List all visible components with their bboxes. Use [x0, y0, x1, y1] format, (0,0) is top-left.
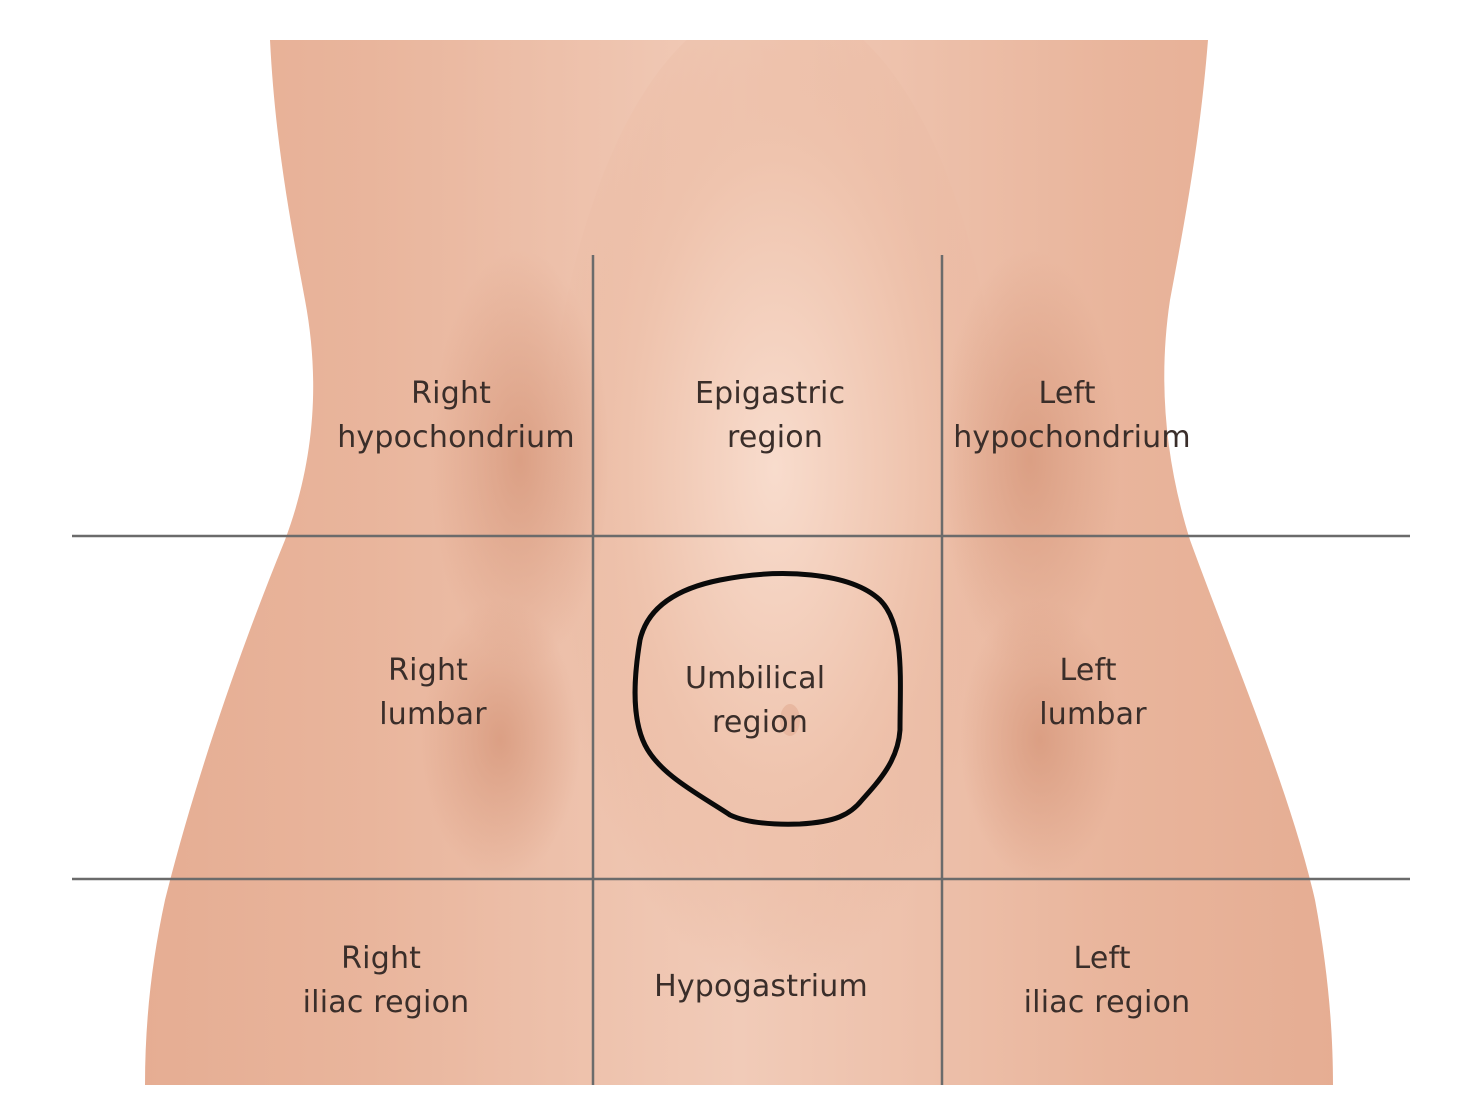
label-epigastric-line1: Epigastric — [695, 376, 845, 411]
label-umbilical-line2: region — [712, 705, 808, 740]
label-right-lumbar-line1: Right — [388, 653, 468, 688]
label-left-hypochondrium-line2: hypochondrium — [953, 420, 1191, 455]
label-epigastric-region: Epigastric region — [695, 376, 855, 455]
label-hypogastrium-line1: Hypogastrium — [654, 969, 868, 1004]
label-umbilical-region: Umbilical region — [685, 661, 835, 740]
label-right-iliac-line2: iliac region — [303, 985, 470, 1020]
label-right-lumbar: Right lumbar — [379, 653, 487, 732]
label-hypogastrium: Hypogastrium — [654, 969, 868, 1004]
label-left-hypochondrium: Left hypochondrium — [953, 376, 1191, 455]
label-right-iliac-line1: Right — [341, 941, 421, 976]
label-right-hypochondrium: Right hypochondrium — [337, 376, 575, 455]
label-left-hypochondrium-line1: Left — [1039, 376, 1096, 411]
label-left-lumbar-line2: lumbar — [1039, 697, 1147, 732]
label-right-iliac-region: Right iliac region — [303, 941, 470, 1020]
label-epigastric-line2: region — [727, 420, 823, 455]
label-left-iliac-region: Left iliac region — [1024, 941, 1191, 1020]
label-left-lumbar: Left lumbar — [1039, 653, 1147, 732]
label-umbilical-line1: Umbilical — [685, 661, 825, 696]
umbilical-highlight-outline — [632, 571, 903, 827]
label-left-lumbar-line1: Left — [1060, 653, 1117, 688]
region-grid — [72, 255, 1410, 1085]
label-right-lumbar-line2: lumbar — [379, 697, 487, 732]
label-right-hypochondrium-line1: Right — [411, 376, 491, 411]
label-left-iliac-line2: iliac region — [1024, 985, 1191, 1020]
label-left-iliac-line1: Left — [1074, 941, 1131, 976]
navel-mark — [780, 704, 800, 736]
label-right-hypochondrium-line2: hypochondrium — [337, 420, 575, 455]
